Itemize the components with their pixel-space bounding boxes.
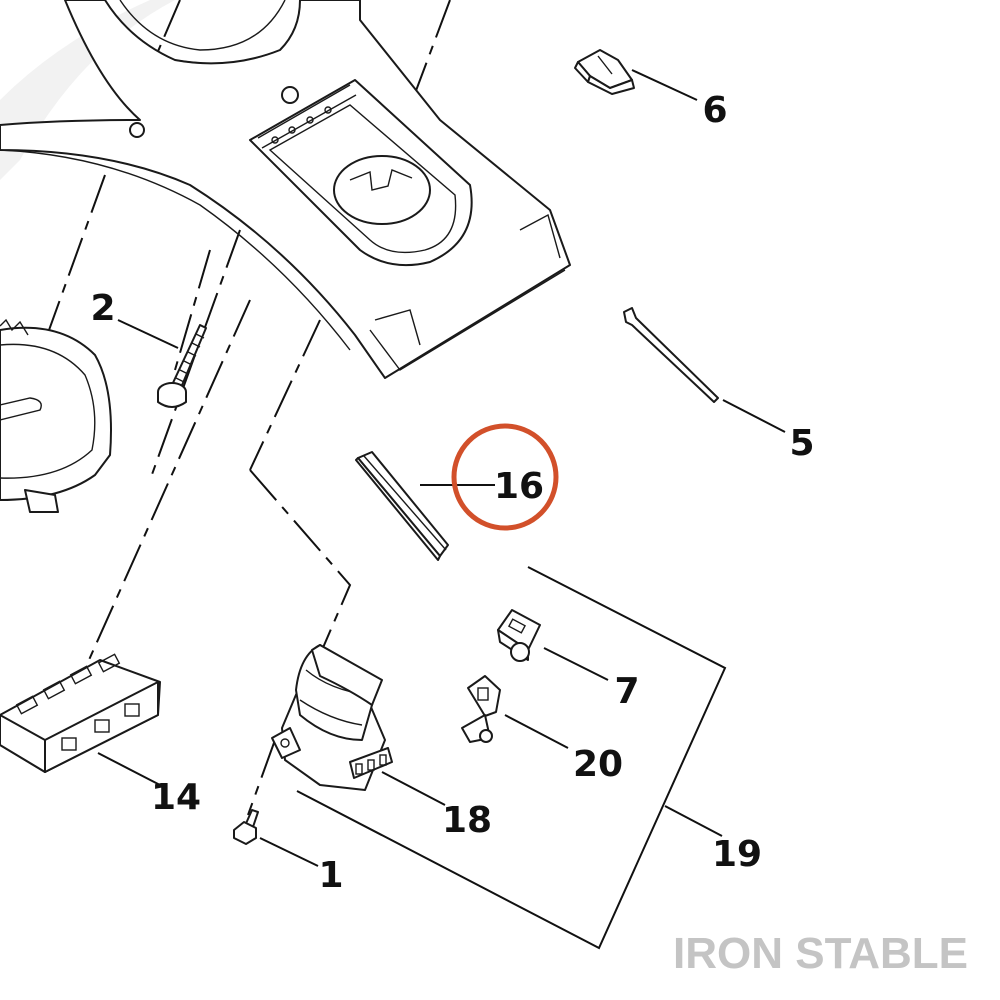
cable-tie-part-5 (623, 307, 719, 403)
console-housing (0, 0, 571, 379)
key-part-20 (461, 675, 501, 743)
callout-7: 7 (614, 671, 639, 712)
callout-5: 5 (789, 423, 814, 464)
connector-block-part-14 (0, 653, 161, 773)
leader-lines (97, 69, 786, 950)
watermark-text: IRON STABLE (673, 929, 968, 978)
gauge-cup (0, 318, 112, 513)
callout-1: 1 (318, 855, 343, 896)
callout-18: 18 (442, 800, 492, 841)
callout-16: 16 (494, 466, 544, 507)
callout-19: 19 (712, 834, 762, 875)
callouts: 2 6 5 16 7 20 14 18 19 1 (90, 90, 814, 896)
bolt-part-2 (157, 324, 207, 408)
cap-part-7 (497, 609, 541, 662)
highlight-circle (451, 423, 559, 531)
ignition-switch-part-18 (271, 644, 393, 791)
clip-part-6 (574, 49, 635, 95)
callout-14: 14 (151, 777, 201, 818)
callout-6: 6 (702, 90, 727, 131)
screw-part-1 (233, 809, 259, 845)
callout-20: 20 (573, 744, 623, 785)
strip-part-16 (355, 451, 449, 561)
callout-2: 2 (90, 288, 115, 329)
